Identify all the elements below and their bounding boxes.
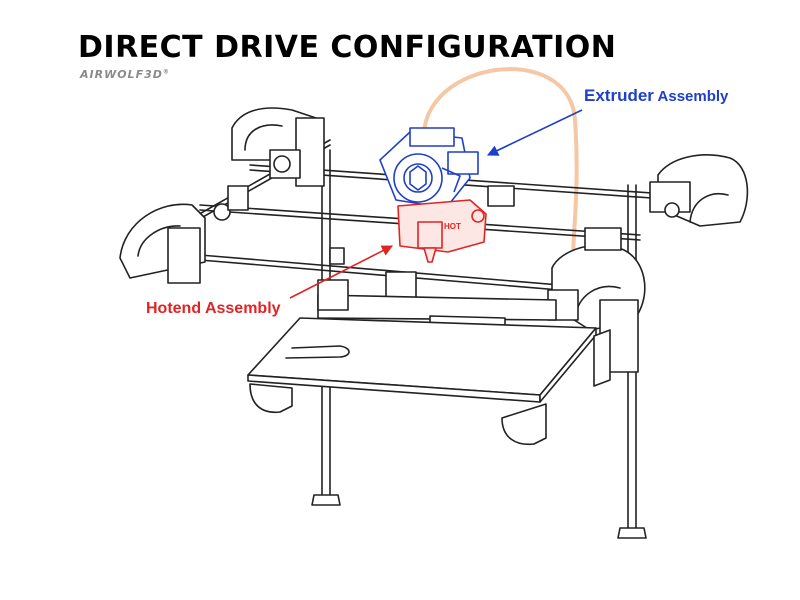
brand-name: AIRWOLF bbox=[80, 68, 145, 81]
rod-clamp-left bbox=[329, 247, 345, 265]
hotend-callout: Hotend Assembly bbox=[146, 300, 281, 317]
hotend-part-label: HOT bbox=[444, 222, 461, 231]
motor-front-right bbox=[547, 244, 646, 373]
brand-mark: ® bbox=[162, 68, 170, 76]
motor-rear-right bbox=[649, 154, 749, 227]
diagram-title: DIRECT DRIVE CONFIGURATION bbox=[78, 30, 617, 65]
bed-bracket-right bbox=[501, 403, 547, 446]
extruder-callout-rest: Assembly bbox=[653, 88, 729, 105]
bed-support-right bbox=[593, 329, 611, 387]
motor-front-left bbox=[119, 203, 231, 284]
rod-end-cap bbox=[487, 185, 515, 207]
carriage-block-right bbox=[584, 227, 622, 251]
filament-tube bbox=[421, 67, 579, 267]
extruder-callout-main: Extruder bbox=[584, 86, 654, 105]
brand-suffix: 3D bbox=[144, 68, 163, 81]
motor-rear-left bbox=[231, 107, 325, 187]
extruder-callout-arrow bbox=[486, 109, 583, 156]
build-plate bbox=[247, 317, 597, 403]
bed-bracket-left bbox=[249, 383, 293, 414]
extruder-callout: Extruder Assembly bbox=[584, 86, 728, 106]
brand-logo: AIRWOLF3D® bbox=[80, 68, 170, 81]
hotend-assembly bbox=[397, 199, 487, 263]
extruder-assembly bbox=[379, 127, 479, 209]
hotend-callout-arrow bbox=[289, 245, 393, 299]
carriage-block-left bbox=[227, 185, 249, 211]
